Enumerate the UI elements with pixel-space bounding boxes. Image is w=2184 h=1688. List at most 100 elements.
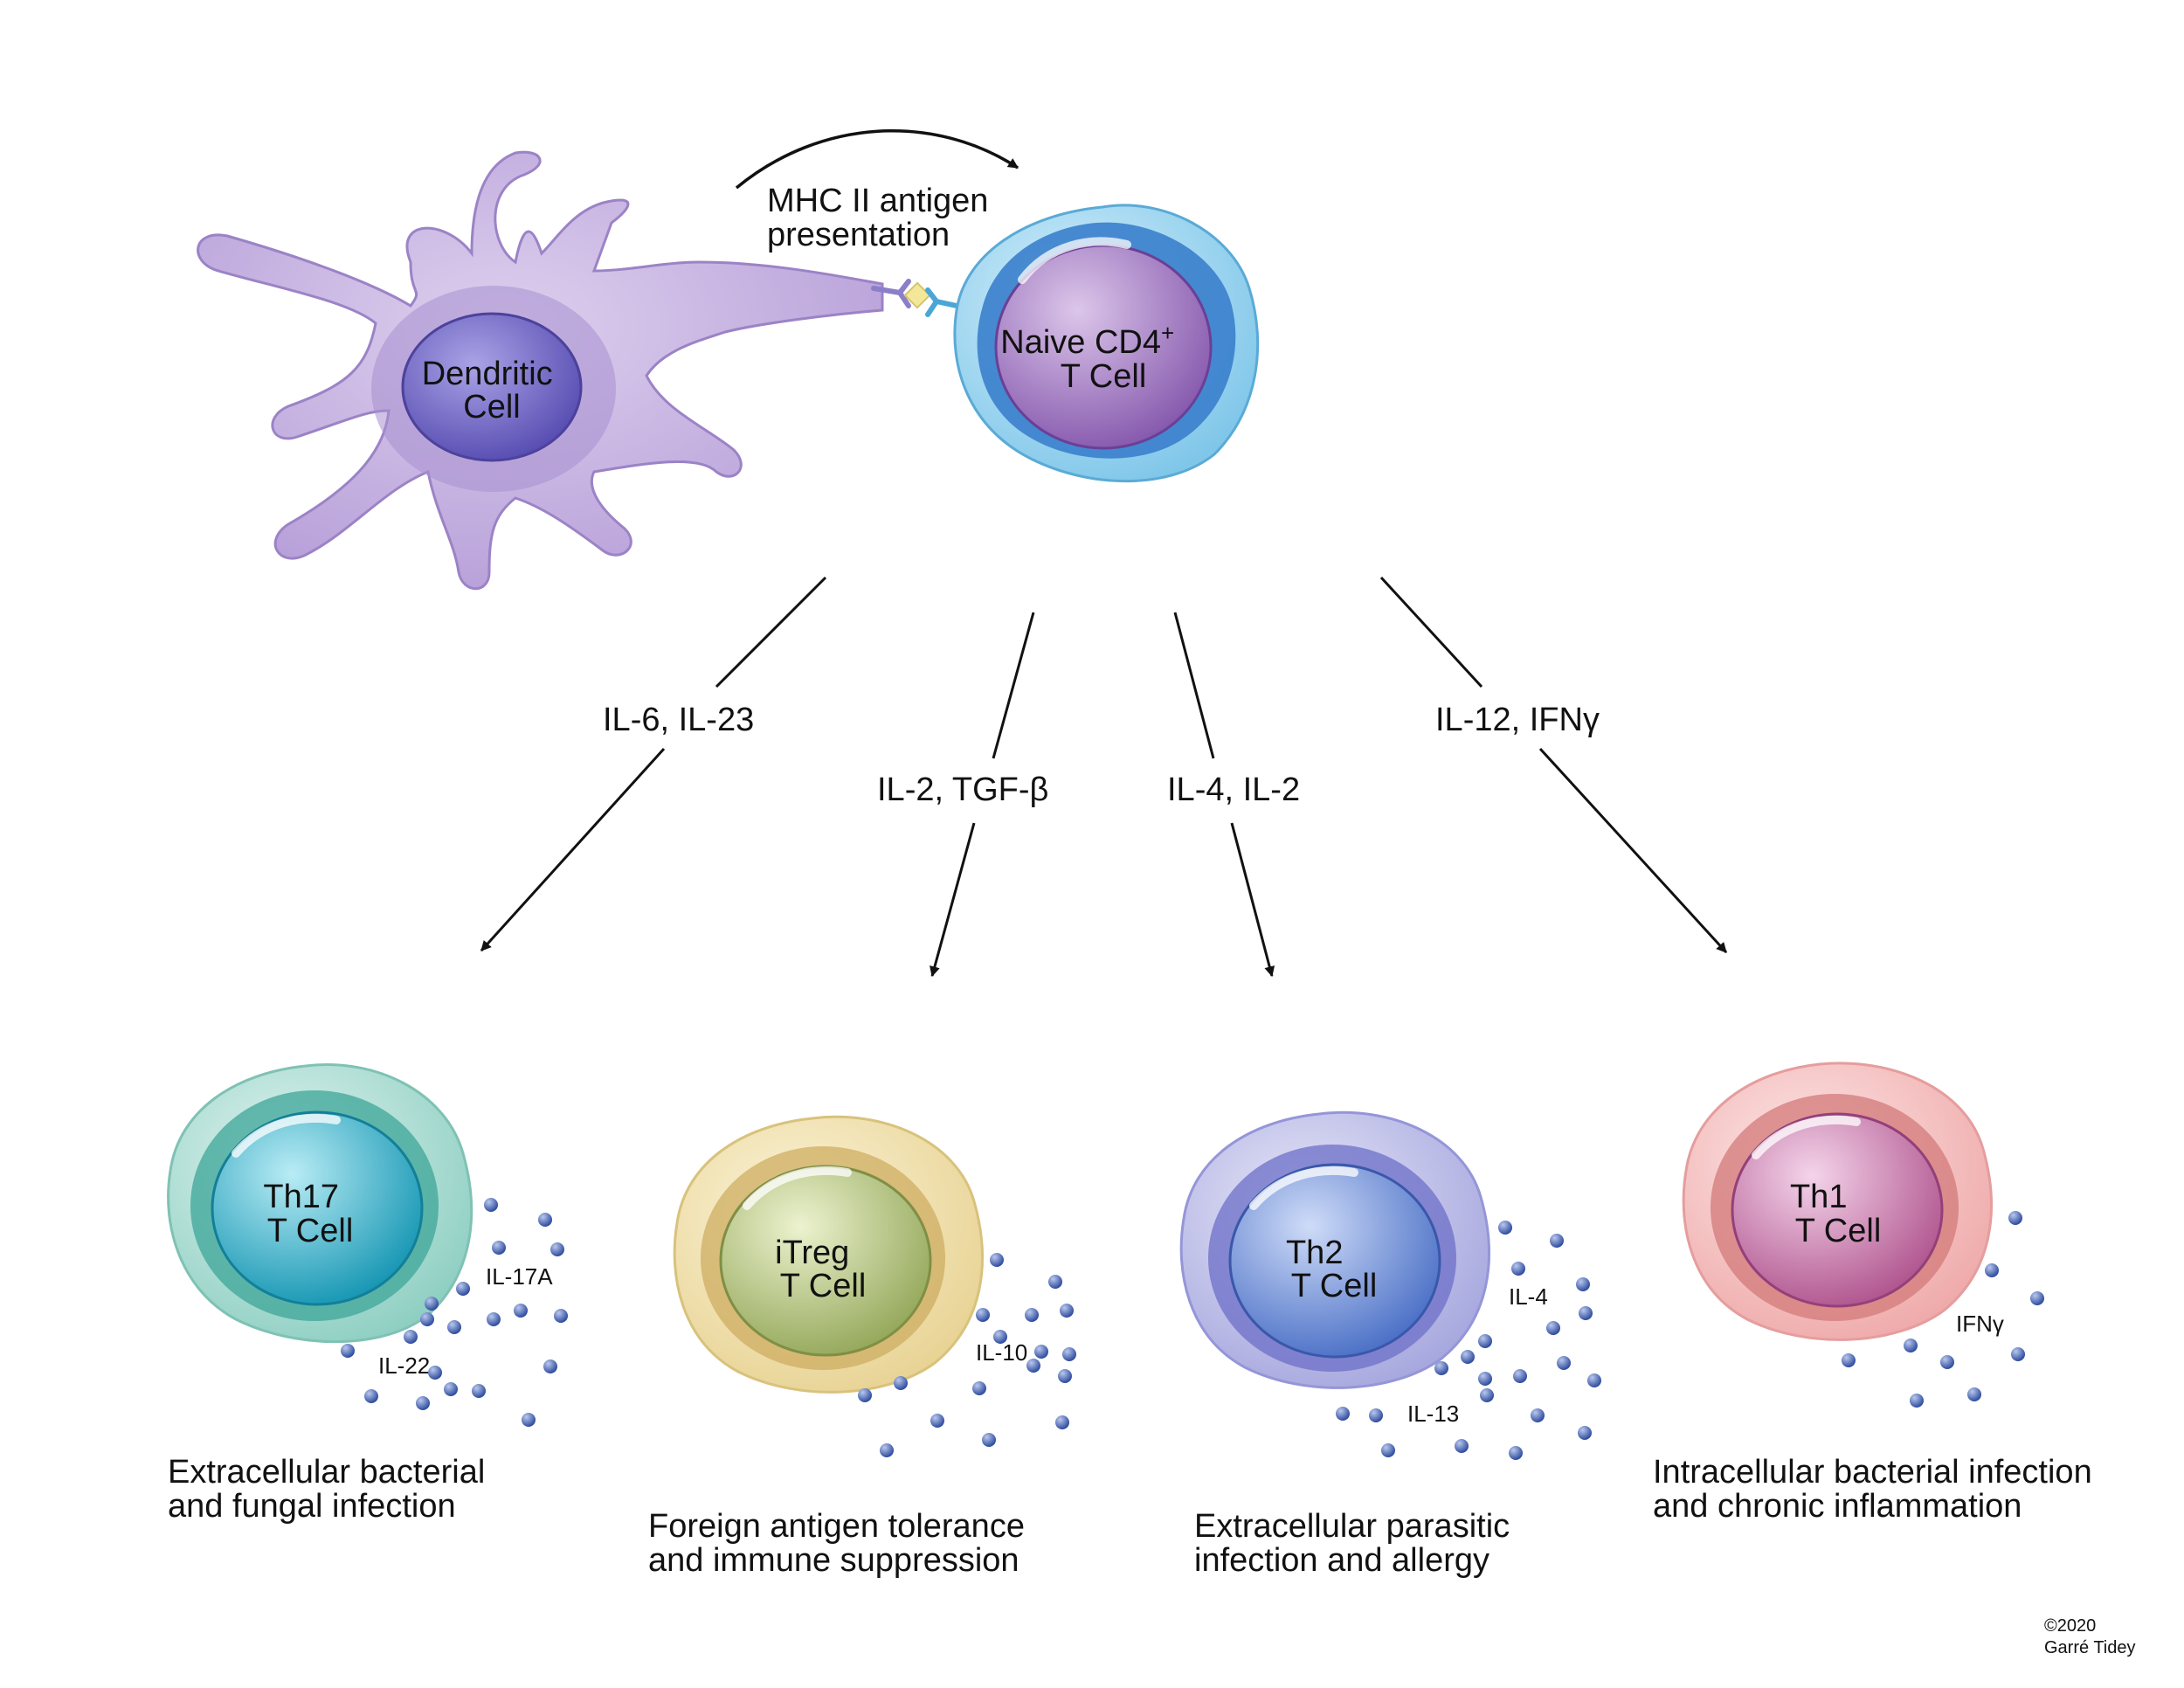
th1-cytokine-dot bbox=[1940, 1355, 1954, 1369]
th1-label-line1: Th1 bbox=[1790, 1179, 1847, 1215]
itreg-label-line1: iTreg bbox=[775, 1235, 849, 1271]
copyright-year: ©2020 bbox=[2044, 1616, 2096, 1636]
itreg-cytokine-dot bbox=[993, 1330, 1007, 1344]
arrow-th2-upper bbox=[1173, 612, 1215, 759]
itreg-cytokine-dot bbox=[1058, 1369, 1072, 1383]
th2-cytokine-dot bbox=[1434, 1361, 1448, 1375]
th17-cytokine-dot bbox=[484, 1198, 498, 1212]
svg-text:IFNγ: IFNγ bbox=[1956, 1311, 2004, 1337]
svg-text:IL-22: IL-22 bbox=[378, 1352, 430, 1379]
th1-cytokine-dot bbox=[2011, 1347, 2025, 1361]
itreg-cytokine-dot bbox=[880, 1443, 894, 1457]
th17-cytokine-dot bbox=[425, 1297, 439, 1311]
th2-t-cell: Th2 T Cell bbox=[1179, 1110, 1490, 1389]
th17-cytokine-dot bbox=[456, 1282, 470, 1296]
th17-nucleus bbox=[211, 1110, 424, 1306]
naive-cd4-t-cell: Naive CD4+ T Cell bbox=[953, 204, 1260, 483]
th2-secreted-1: IL-4 bbox=[1509, 1283, 1548, 1310]
th2-cytokine-dot bbox=[1480, 1388, 1494, 1402]
th1-cytokine-dot bbox=[1904, 1339, 1918, 1352]
svg-text:Extracellular parasitic in: Extracellular parasitic infection and al… bbox=[1194, 1508, 1519, 1579]
itreg-cytokine-dot bbox=[1026, 1359, 1040, 1373]
itreg-label-line2: T Cell bbox=[780, 1268, 867, 1304]
th2-cytokine-dot bbox=[1587, 1373, 1601, 1387]
dendritic-cell-label-line2: Cell bbox=[463, 389, 520, 425]
arrow-th2-lower bbox=[1230, 822, 1275, 978]
itreg-cytokine-dot bbox=[930, 1414, 944, 1428]
th1-description-line2: and chronic inflammation bbox=[1653, 1488, 2022, 1525]
th17-label-line2: T Cell bbox=[267, 1213, 354, 1249]
itreg-cytokine-dot bbox=[858, 1388, 872, 1402]
itreg-secreted-1: IL-10 bbox=[976, 1339, 1027, 1366]
th2-cytokine-dot bbox=[1546, 1321, 1560, 1335]
th17-cytokine-dot bbox=[341, 1344, 355, 1358]
th2-secreted-2: IL-13 bbox=[1407, 1401, 1459, 1427]
th17-cytokine-dot bbox=[447, 1320, 461, 1334]
svg-text:IL-4, IL-2: IL-4, IL-2 bbox=[1167, 771, 1300, 808]
th2-cytokine-dot bbox=[1576, 1277, 1590, 1291]
cytokines-th17: IL-6, IL-23 bbox=[603, 702, 754, 738]
svg-text:Th17 T Cell: Th17 T Cell bbox=[263, 1179, 353, 1249]
th2-cytokine-dot bbox=[1511, 1262, 1525, 1276]
th1-cytokine-dot bbox=[1910, 1394, 1924, 1408]
th1-cytokine-dot bbox=[2008, 1211, 2022, 1225]
th2-cytokine-dot bbox=[1478, 1372, 1492, 1386]
differentiation-arrows bbox=[480, 576, 1728, 978]
th17-cytokine-dot bbox=[514, 1304, 528, 1318]
th17-description-line1: Extracellular bacterial bbox=[168, 1454, 485, 1491]
th17-secreted-2: IL-22 bbox=[378, 1352, 430, 1379]
th2-cytokine-dot bbox=[1461, 1350, 1475, 1364]
cytokines-th2: IL-4, IL-2 bbox=[1167, 771, 1300, 808]
th17-cytokine-dot bbox=[487, 1312, 501, 1326]
th1-nucleus bbox=[1731, 1112, 1944, 1308]
th1-secreted-1: IFNγ bbox=[1956, 1311, 2004, 1337]
th17-cytokine-dot bbox=[364, 1389, 378, 1403]
th17-t-cell: Th17 T Cell bbox=[167, 1063, 473, 1344]
arrow-th17-upper bbox=[715, 576, 827, 688]
arrow-th1-upper bbox=[1379, 576, 1483, 688]
th1-cytokine-dot bbox=[1967, 1387, 1981, 1401]
th1-cytokine-dot bbox=[2030, 1291, 2044, 1305]
th1-cytokine-dot bbox=[1842, 1353, 1856, 1367]
naive-cell-label-line1: Naive CD4 bbox=[1000, 324, 1161, 361]
th1-cytokine-dot bbox=[1985, 1263, 1999, 1277]
th17-cytokine-dot bbox=[543, 1359, 557, 1373]
dendritic-cell-nucleus bbox=[401, 312, 583, 462]
th17-cytokine-dot bbox=[554, 1309, 568, 1323]
svg-text:Th1 T Cell: Th1 T Cell bbox=[1790, 1179, 1881, 1249]
th2-label-line2: T Cell bbox=[1291, 1268, 1378, 1304]
svg-text:©2020 Garré Tidey: ©2020 Garré Tidey bbox=[2044, 1616, 2135, 1657]
svg-text:Naive CD4+ T Cell: Naive CD4+ T Cell bbox=[1000, 312, 1183, 395]
th17-label-line1: Th17 bbox=[263, 1179, 339, 1215]
itreg-description-line1: Foreign antigen tolerance bbox=[648, 1508, 1025, 1545]
svg-text:IL-17A: IL-17A bbox=[486, 1263, 553, 1290]
th2-cytokine-dot bbox=[1557, 1356, 1571, 1370]
th17-cytokine-dot bbox=[522, 1413, 536, 1427]
itreg-cytokine-dot bbox=[1060, 1304, 1074, 1318]
svg-text:IL-6, IL-23: IL-6, IL-23 bbox=[603, 702, 754, 738]
svg-text:MHC II antigen presentatio: MHC II antigen presentation bbox=[767, 183, 998, 253]
th1-t-cell: Th1 T Cell bbox=[1682, 1062, 1993, 1341]
svg-text:IL-13: IL-13 bbox=[1407, 1401, 1459, 1427]
cytokines-th1: IL-12, IFNγ bbox=[1435, 702, 1600, 738]
itreg-cytokine-dot bbox=[972, 1381, 986, 1395]
itreg-t-cell: iTreg T Cell bbox=[673, 1115, 984, 1394]
svg-text:Th2 T Cell: Th2 T Cell bbox=[1286, 1235, 1377, 1304]
th17-cytokine-dot bbox=[404, 1330, 418, 1344]
th17-description-line2: and fungal infection bbox=[168, 1488, 456, 1525]
cytokines-itreg: IL-2, TGF-β bbox=[877, 771, 1048, 808]
itreg-cytokine-dot bbox=[990, 1253, 1004, 1267]
arrow-th17-lower bbox=[480, 747, 666, 952]
itreg-cytokine-dot bbox=[1055, 1415, 1069, 1429]
svg-text:IL-12, IFNγ: IL-12, IFNγ bbox=[1435, 702, 1600, 738]
itreg-cytokine-dot bbox=[1025, 1308, 1039, 1322]
th17-cytokine-dot bbox=[416, 1396, 430, 1410]
th17-secreted-1: IL-17A bbox=[486, 1263, 553, 1290]
svg-text:Extracellular bacterial an: Extracellular bacterial and fungal infec… bbox=[168, 1454, 494, 1525]
copyright-author: Garré Tidey bbox=[2044, 1638, 2135, 1657]
dendritic-cell-label-line1: Dendritic bbox=[422, 356, 553, 392]
th2-cytokine-dot bbox=[1550, 1234, 1564, 1248]
th2-cytokine-dot bbox=[1455, 1439, 1469, 1453]
th2-cytokine-dot bbox=[1509, 1446, 1523, 1460]
